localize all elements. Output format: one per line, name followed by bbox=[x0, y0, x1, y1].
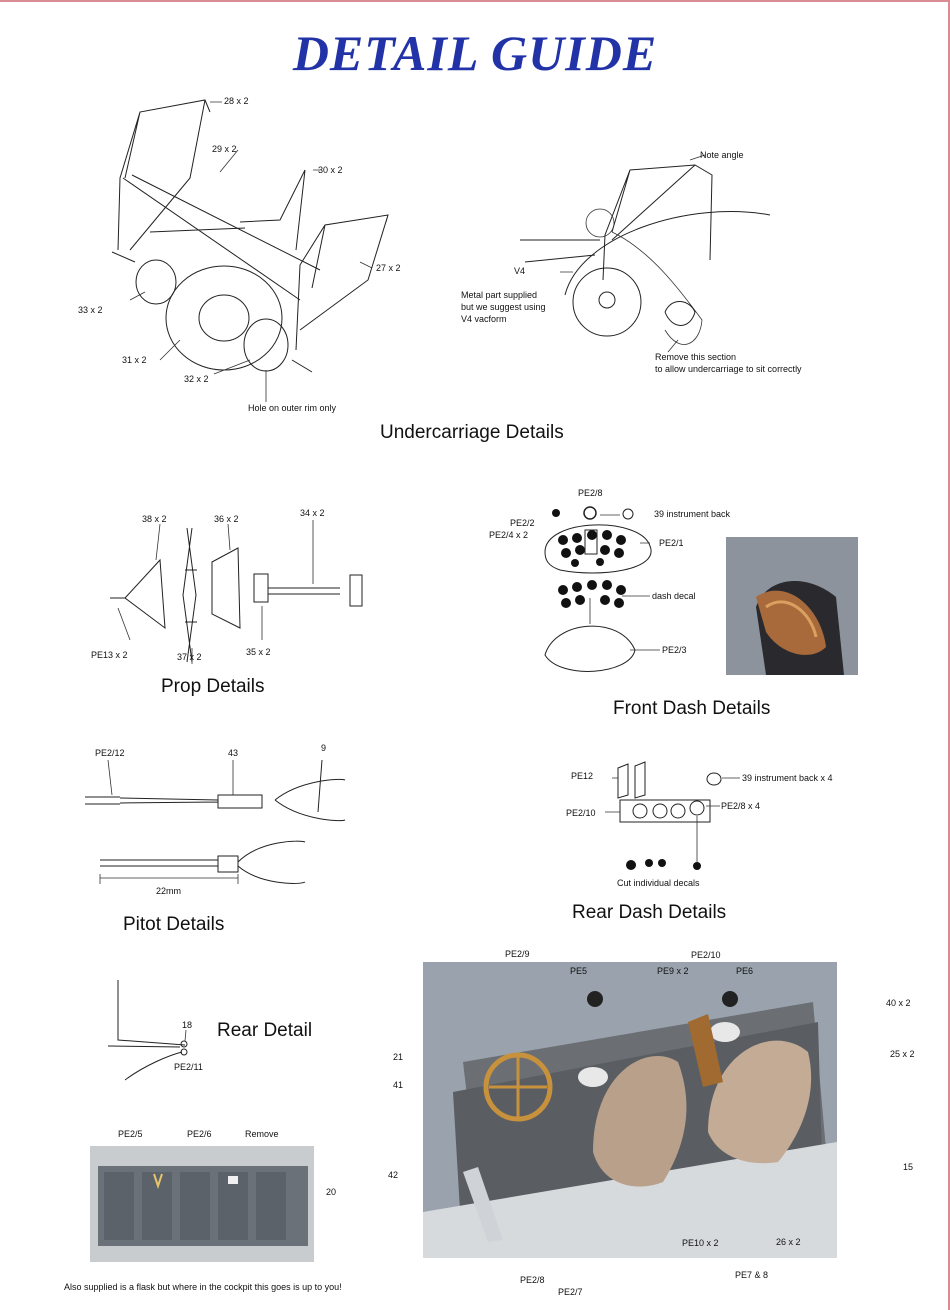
part-label: PE2/3 bbox=[662, 645, 687, 655]
part-label: PE2/8 bbox=[520, 1275, 545, 1285]
part-label: 15 bbox=[903, 1162, 914, 1172]
part-label: 42 bbox=[388, 1170, 399, 1180]
part-label: PE12 bbox=[571, 771, 594, 781]
part-label: PE7 & 8 bbox=[735, 1270, 769, 1280]
part-label: Metal part supplied bbox=[461, 290, 538, 300]
part-label: 39 instrument back x 4 bbox=[742, 773, 833, 783]
part-label: 43 bbox=[228, 748, 239, 758]
part-label: PE2/4 x 2 bbox=[489, 530, 529, 540]
part-label: 18 bbox=[182, 1020, 193, 1030]
part-label: 37 x 2 bbox=[177, 652, 202, 662]
part-label: PE2/10 bbox=[691, 950, 721, 960]
part-label: 35 x 2 bbox=[246, 647, 271, 657]
pitot-drawing bbox=[85, 759, 346, 884]
part-label: 22mm bbox=[156, 886, 182, 896]
part-label: PE9 x 2 bbox=[657, 966, 689, 976]
part-label: PE13 x 2 bbox=[91, 650, 128, 660]
undercarriage-side-drawing bbox=[520, 154, 771, 353]
part-label: PE2/8 x 4 bbox=[721, 801, 761, 811]
undercarriage-drawing bbox=[111, 99, 389, 402]
footer-note: Also supplied is a flask but where in th… bbox=[64, 1282, 342, 1292]
part-label: 41 bbox=[393, 1080, 404, 1090]
part-label: PE2/12 bbox=[95, 748, 125, 758]
front-dash-drawing bbox=[544, 514, 660, 672]
part-label: PE6 bbox=[736, 966, 754, 976]
part-label: PE5 bbox=[570, 966, 588, 976]
part-label: 25 x 2 bbox=[890, 1049, 915, 1059]
part-label: 38 x 2 bbox=[142, 514, 167, 524]
page-title: DETAIL GUIDE bbox=[292, 25, 658, 81]
part-label: PE2/2 bbox=[510, 518, 535, 528]
part-label: 21 bbox=[393, 1052, 404, 1062]
part-label: PE10 x 2 bbox=[682, 1238, 719, 1248]
part-label: 28 x 2 bbox=[224, 96, 249, 106]
undercarriage-section-title: Undercarriage Details bbox=[380, 422, 564, 443]
part-label: 39 instrument back bbox=[654, 509, 731, 519]
part-label: 40 x 2 bbox=[886, 998, 911, 1008]
part-label: Remove this section bbox=[655, 352, 737, 362]
part-label: PE2/6 bbox=[187, 1129, 212, 1139]
part-label: PE2/10 bbox=[566, 808, 596, 818]
part-label: V4 bbox=[514, 266, 526, 276]
part-label: 33 x 2 bbox=[78, 305, 103, 315]
part-label: PE2/11 bbox=[174, 1062, 203, 1072]
rear-dash-drawing bbox=[605, 761, 740, 862]
part-label: 9 bbox=[321, 743, 327, 753]
part-label: 26 x 2 bbox=[776, 1237, 801, 1247]
front-dash-section-title: Front Dash Details bbox=[613, 698, 771, 719]
part-label: to allow undercarriage to sit correctly bbox=[655, 364, 802, 374]
part-label: 27 x 2 bbox=[376, 263, 401, 273]
part-label: 34 x 2 bbox=[300, 508, 325, 518]
part-label: V4 vacform bbox=[461, 314, 507, 324]
part-label: 20 bbox=[326, 1187, 337, 1197]
part-label: but we suggest using bbox=[461, 302, 546, 312]
part-label: PE2/1 bbox=[659, 538, 684, 548]
part-label: Hole on outer rim only bbox=[248, 403, 337, 413]
cockpit-photo bbox=[423, 962, 837, 1258]
part-label: PE2/5 bbox=[118, 1129, 143, 1139]
rear-detail-drawing bbox=[107, 980, 188, 1081]
part-label: 36 x 2 bbox=[214, 514, 239, 524]
prop-section-title: Prop Details bbox=[161, 676, 265, 697]
rear-panel-photo bbox=[90, 1146, 314, 1262]
part-label: PE2/7 bbox=[558, 1287, 583, 1297]
part-label: 30 x 2 bbox=[318, 165, 343, 175]
prop-drawing bbox=[110, 520, 363, 664]
front-dash-photo bbox=[726, 537, 858, 675]
part-label: PE2/8 bbox=[578, 488, 603, 498]
pitot-section-title: Pitot Details bbox=[123, 914, 225, 935]
part-label: dash decal bbox=[652, 591, 696, 601]
rear-dash-section-title: Rear Dash Details bbox=[572, 902, 727, 923]
rear-detail-section-title: Rear Detail bbox=[217, 1020, 313, 1041]
part-label: 32 x 2 bbox=[184, 374, 209, 384]
part-label: Cut individual decals bbox=[617, 878, 700, 888]
part-label: Note angle bbox=[700, 150, 744, 160]
part-label: PE2/9 bbox=[505, 949, 530, 959]
part-label: 29 x 2 bbox=[212, 144, 237, 154]
part-label: Remove bbox=[245, 1129, 279, 1139]
part-label: 31 x 2 bbox=[122, 355, 147, 365]
